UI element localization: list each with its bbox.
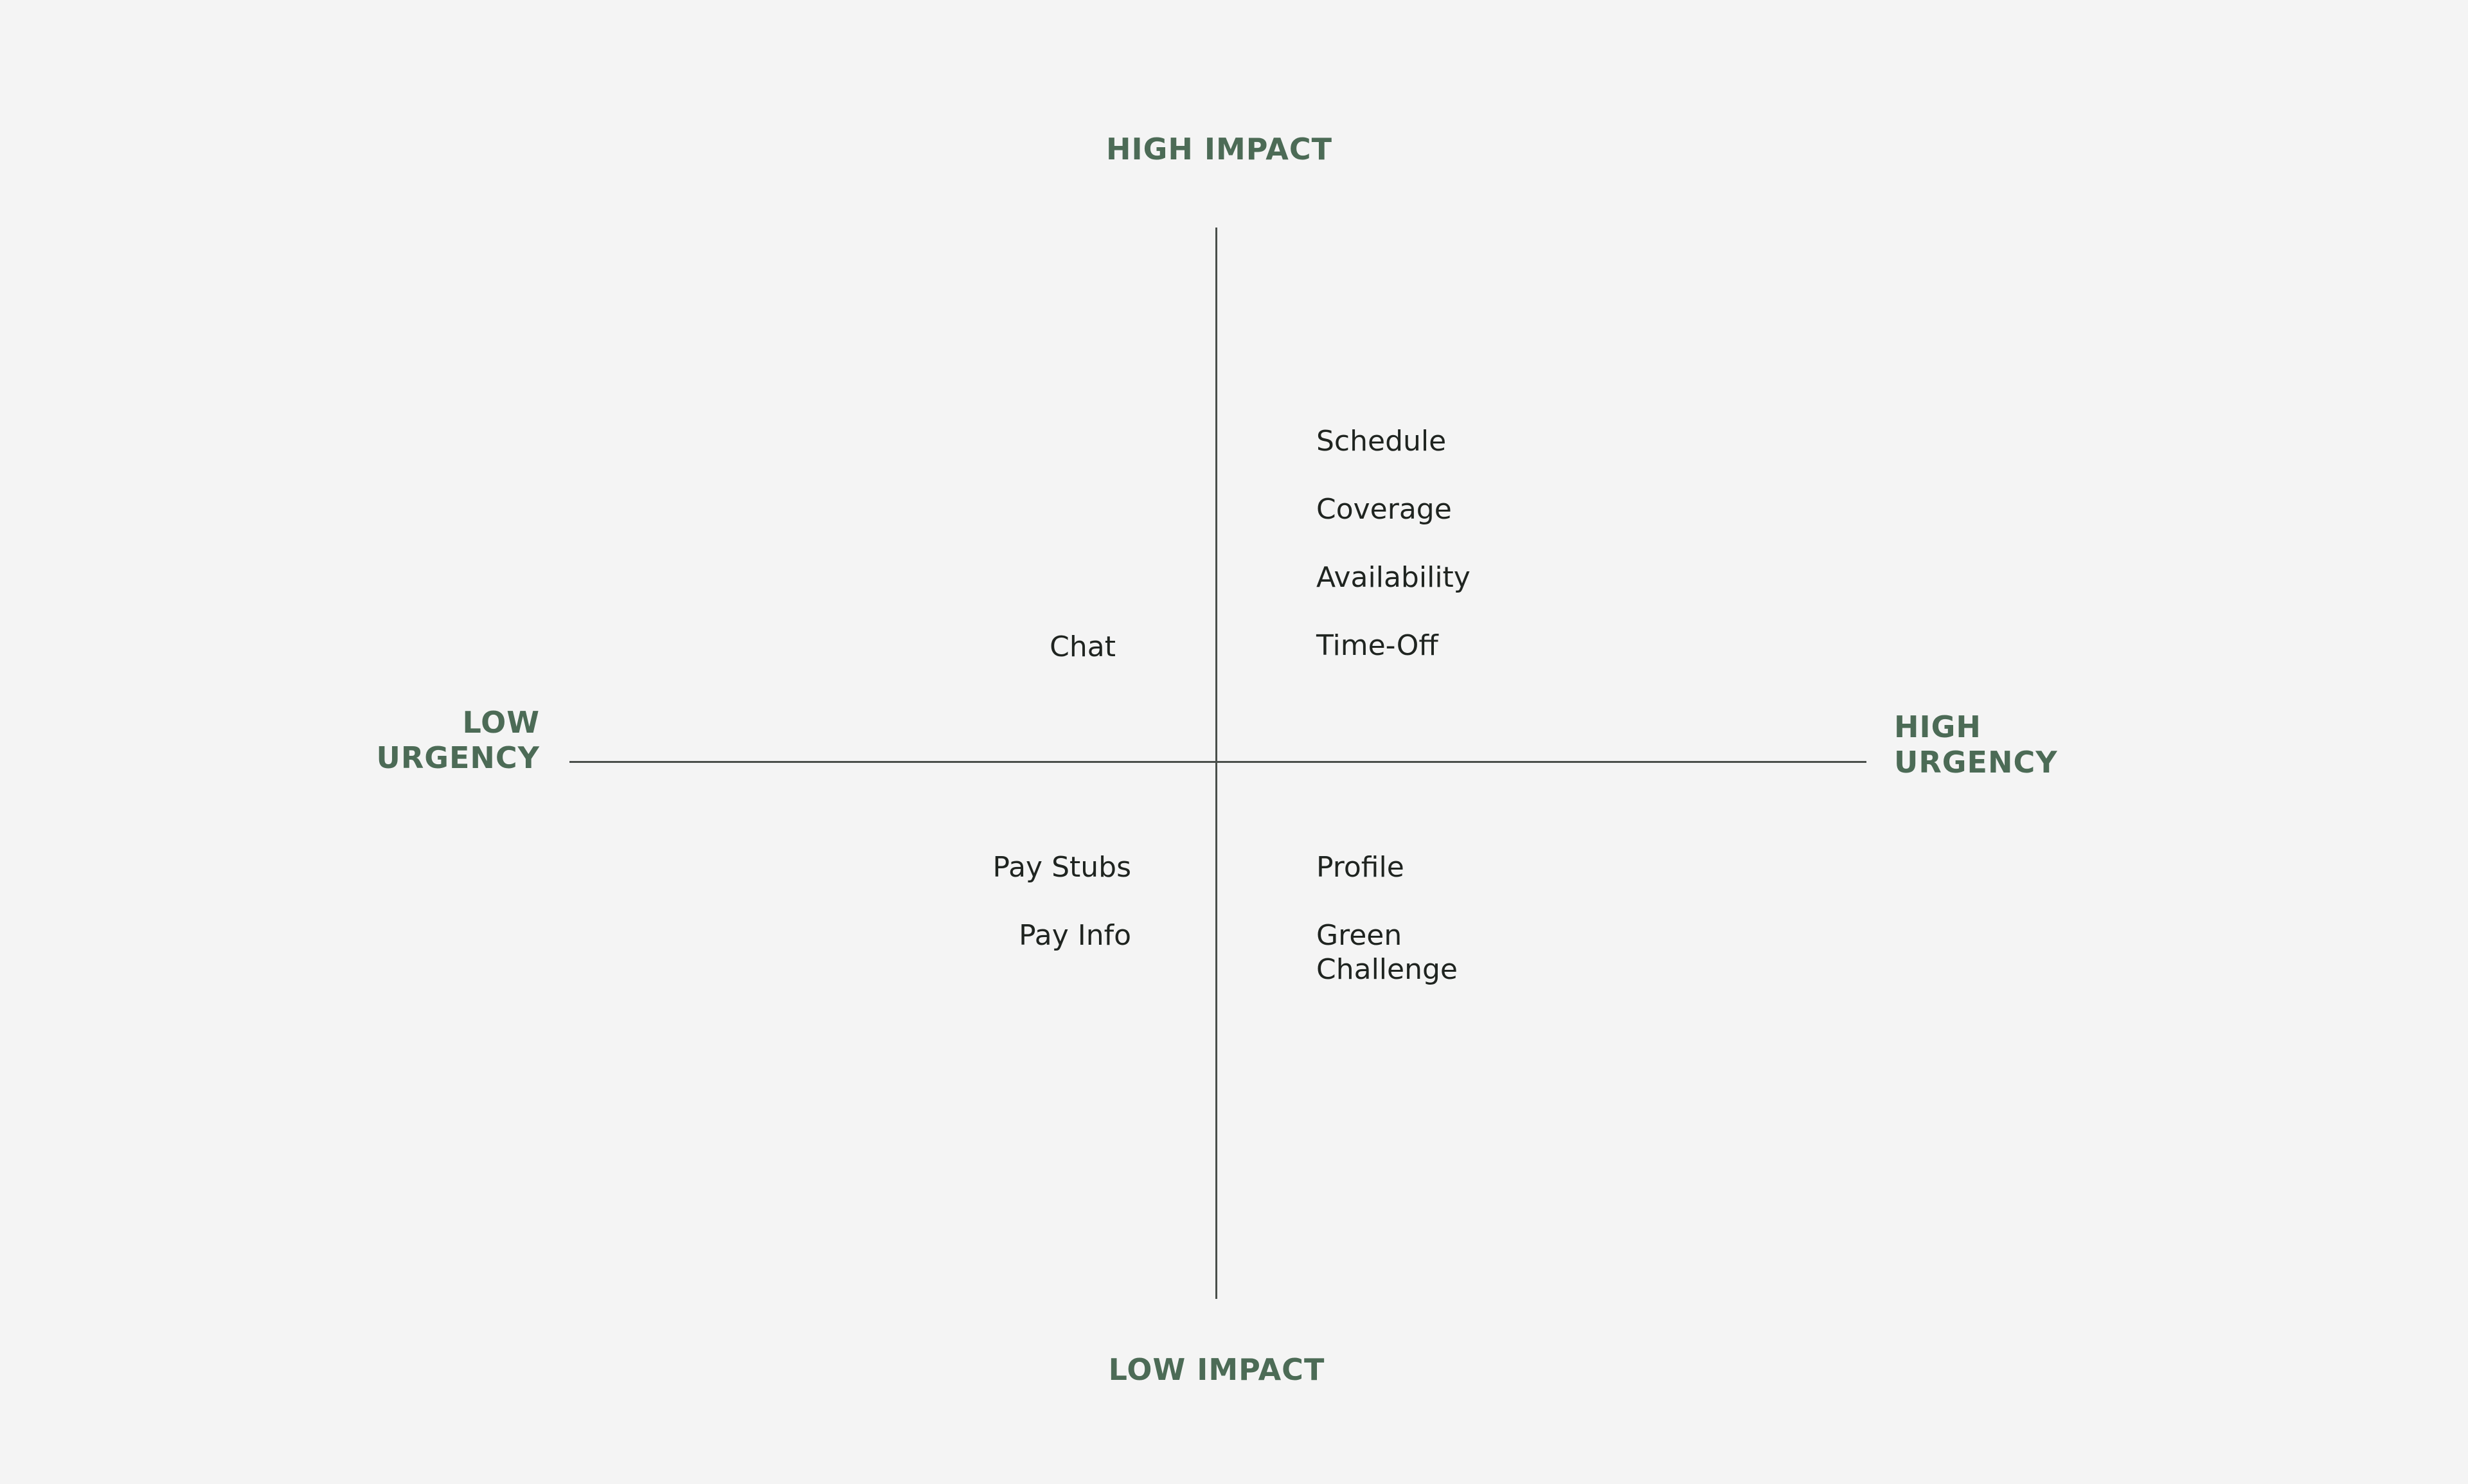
axis-label-low-urgency-line-2: URGENCY (376, 740, 540, 775)
axis-label-high-urgency: HIGH URGENCY (1894, 710, 2203, 780)
quadrant-bottom-right: Profile Green Challenge (1316, 850, 1458, 987)
item-pay-info: Pay Info (1019, 919, 1131, 952)
item-profile: Profile (1316, 851, 1404, 884)
axis-label-high-impact: HIGH IMPACT (1105, 132, 1332, 166)
axis-label-low-urgency: LOW URGENCY (231, 705, 540, 776)
axis-label-low-impact: LOW IMPACT (1108, 1352, 1325, 1387)
item-green-challenge-line-2: Challenge (1316, 953, 1458, 986)
horizontal-axis-line (569, 761, 1866, 763)
item-coverage: Coverage (1316, 493, 1452, 526)
item-chat: Chat (1050, 630, 1116, 663)
item-schedule: Schedule (1316, 425, 1447, 458)
item-pay-stubs: Pay Stubs (992, 851, 1131, 884)
item-green-challenge-line-1: Green (1316, 919, 1402, 952)
item-green-challenge: Green Challenge (1316, 918, 1458, 987)
quadrant-bottom-left: Pay Stubs Pay Info (803, 850, 1131, 987)
axis-label-low-urgency-line-1: LOW (462, 705, 540, 740)
quadrant-top-right: Schedule Coverage Availability Time-Off (1316, 424, 1471, 697)
axis-label-high-urgency-line-2: URGENCY (1894, 745, 2058, 780)
item-time-off: Time-Off (1316, 629, 1438, 662)
vertical-axis-line (1215, 228, 1217, 1299)
axis-label-high-urgency-line-1: HIGH (1894, 710, 1981, 744)
item-availability: Availability (1316, 561, 1471, 594)
